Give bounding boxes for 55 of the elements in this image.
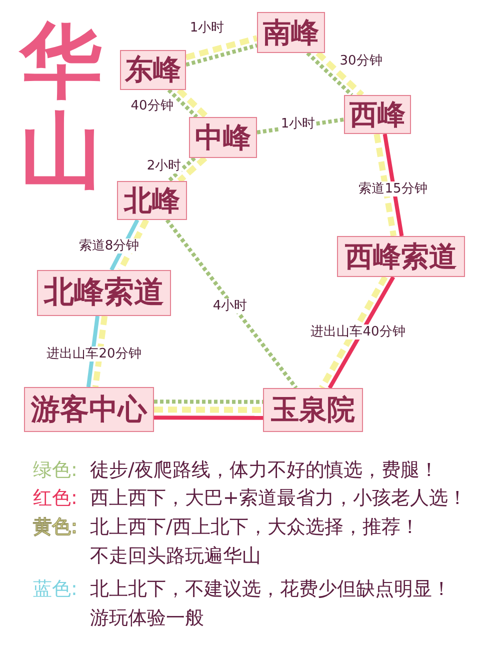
legend-text: 西上西下，大巴+索道最省力，小孩老人选！ [90, 486, 468, 511]
edge-label: 30分钟 [338, 54, 384, 68]
location-name: 玉泉院 [271, 396, 355, 424]
route-line [306, 52, 354, 96]
route-line [167, 156, 196, 182]
route-line [382, 134, 404, 236]
location-box [337, 236, 465, 277]
legend-text: 北上西下/西上北下，大众选择，推荐！不走回头路玩遍华山 [90, 515, 420, 569]
edge-label: 1小时 [188, 20, 226, 36]
legend-key: 红色: [33, 484, 78, 513]
route-line [92, 316, 108, 388]
location-name: 南峰 [263, 18, 319, 46]
edge-label: 40分钟 [130, 98, 174, 114]
location-box [37, 270, 171, 316]
route-line [154, 406, 264, 413]
title: 华山 [20, 17, 102, 198]
route-line [328, 276, 396, 389]
legend-key: 黄色: [33, 513, 78, 542]
location-name: 北峰 [124, 186, 180, 214]
location-name: 游客中心 [31, 395, 147, 424]
location-name: 西峰索道 [345, 242, 457, 270]
route-line [154, 416, 263, 420]
location-box [263, 388, 363, 432]
location-box [257, 12, 325, 53]
route-line [374, 134, 397, 236]
location-name: 中峰 [195, 124, 251, 152]
location-box [24, 387, 154, 432]
legend-text: 徒步/夜爬路线，体力不好的慎选，费腿！ [90, 458, 440, 483]
route-line [177, 156, 208, 184]
edge-label: 1小时 [280, 116, 316, 132]
edge-label: 4小时 [212, 298, 248, 314]
legend-text: 北上北下，不建议选，花费少但缺点明显！游玩体验一般 [90, 577, 452, 631]
legend-key: 绿色: [33, 456, 78, 485]
location-name: 西峰 [350, 100, 406, 128]
legend-key: 蓝色: [33, 575, 78, 604]
location-name: 北峰索道 [44, 278, 164, 308]
location-box [120, 50, 186, 90]
route-line [154, 400, 263, 404]
location-box [189, 117, 257, 158]
route-line [316, 50, 364, 98]
edge-label: 进出山车40分钟 [310, 324, 406, 340]
route-line [185, 35, 258, 60]
route-line [176, 88, 209, 120]
route-line [185, 43, 258, 67]
edge-label: 2小时 [146, 158, 182, 174]
edge-label: 进出山车20分钟 [46, 346, 142, 362]
location-name: 东峰 [125, 56, 181, 84]
route-line [167, 88, 198, 118]
edge-label: 索道15分钟 [358, 182, 428, 196]
route-line [319, 276, 388, 390]
location-box [117, 181, 187, 220]
edge-label: 索道8分钟 [78, 238, 140, 254]
route-line [118, 218, 150, 272]
route-line [165, 218, 298, 390]
location-box [344, 95, 411, 134]
